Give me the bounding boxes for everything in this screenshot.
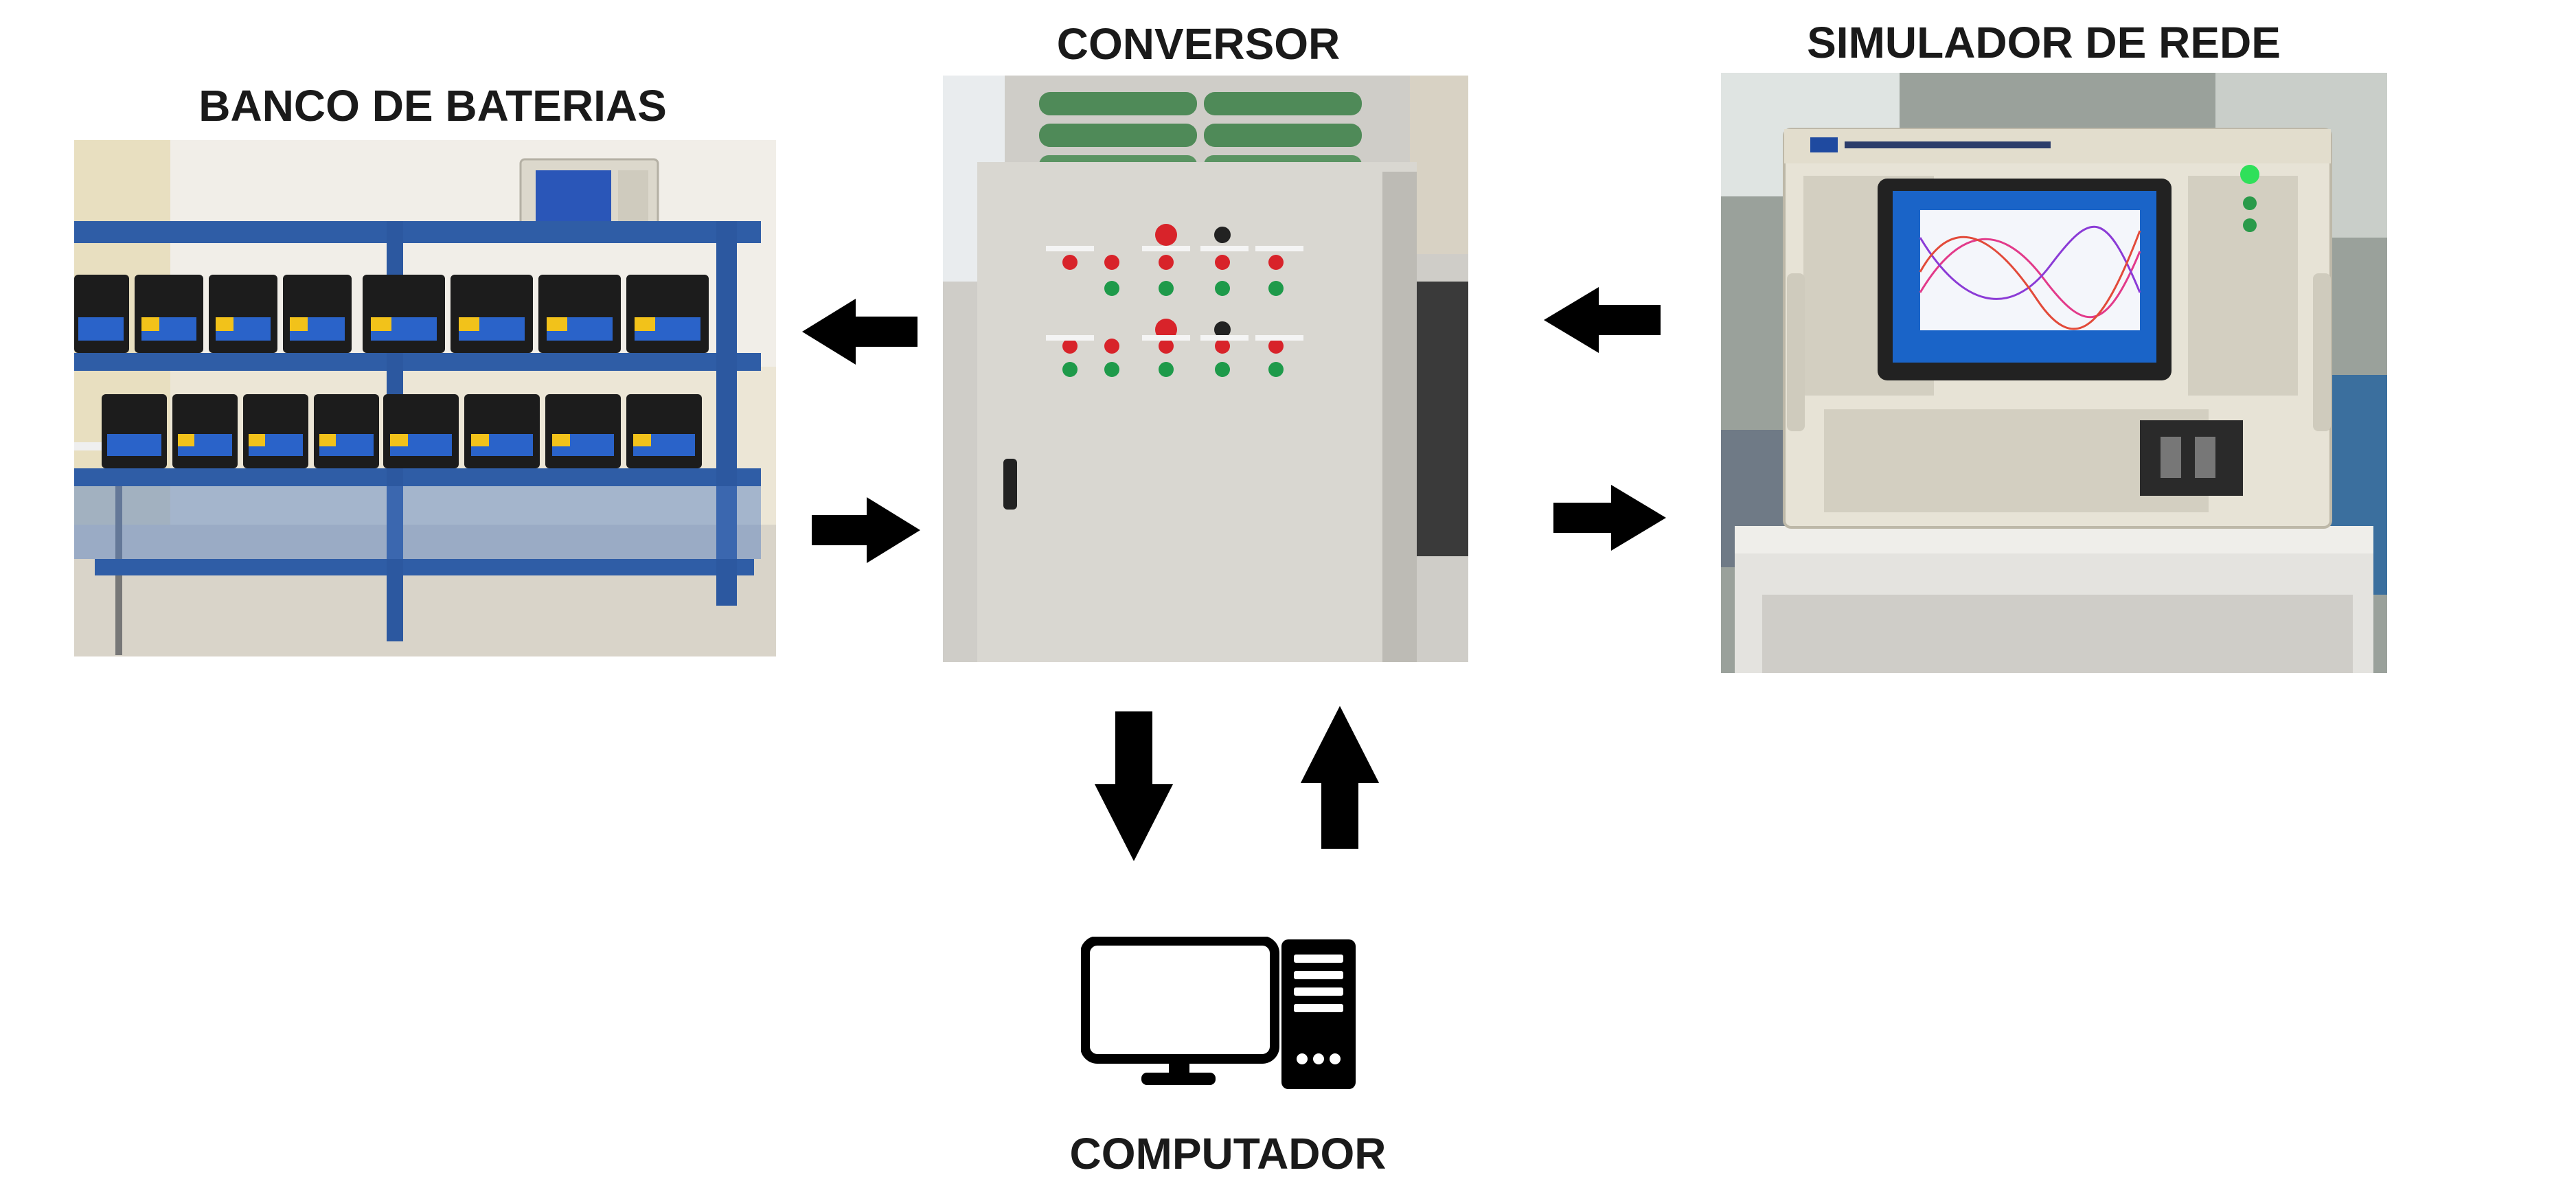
converter-photo (943, 76, 1468, 662)
battery-bank-label: BANCO DE BATERIAS (198, 81, 667, 130)
grid-simulator-label: SIMULADOR DE REDE (1807, 18, 2281, 67)
computer-label: COMPUTADOR (1069, 1129, 1387, 1178)
arrow-icon (1095, 711, 1173, 861)
converter-label: CONVERSOR (1056, 19, 1341, 69)
desktop-computer-icon (1081, 937, 1358, 1092)
arrow-icon (1553, 485, 1666, 551)
grid-simulator-photo (1721, 73, 2387, 673)
arrow-icon (812, 497, 920, 563)
arrow-icon (1544, 287, 1661, 353)
arrow-icon (802, 299, 917, 365)
battery-bank-photo (74, 140, 776, 656)
arrow-icon (1301, 706, 1379, 849)
